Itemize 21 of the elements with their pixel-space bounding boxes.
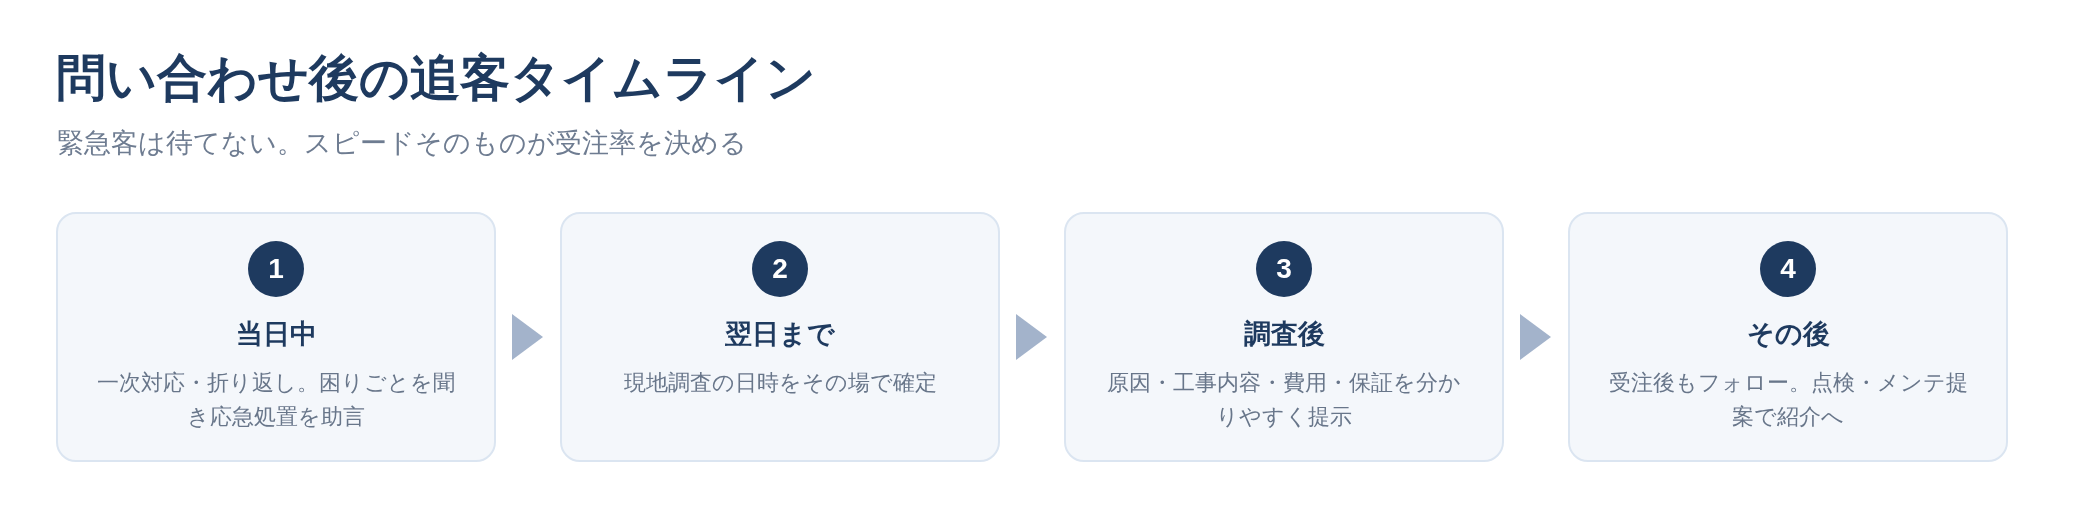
step-description: 原因・工事内容・費用・保証を分かりやすく提示 (1106, 369, 1462, 432)
step-description: 受注後もフォロー。点検・メンテ提案で紹介へ (1607, 369, 1969, 432)
step-number: 3 (1256, 241, 1312, 297)
arrow (1520, 314, 1551, 360)
step-description: 現地調査の日時をその場で確定 (623, 369, 937, 398)
step-heading: 翌日まで (725, 318, 835, 351)
step-card (1064, 212, 1504, 462)
step-card (560, 212, 1000, 462)
step-heading: その後 (1746, 318, 1830, 351)
step-number: 1 (248, 241, 304, 297)
step-card (56, 212, 496, 462)
arrow (512, 314, 543, 360)
subtitle: 緊急客は待てない。スピードそのものが受注率を決める (57, 127, 747, 160)
arrow (1016, 314, 1047, 360)
step-heading: 調査後 (1243, 318, 1325, 351)
title: 問い合わせ後の追客タイムライン (56, 49, 816, 108)
step-number: 2 (752, 241, 808, 297)
step-number: 4 (1760, 241, 1816, 297)
step-description: 一次対応・折り返し。困りごとを聞き応急処置を助言 (96, 369, 456, 432)
step-card (1568, 212, 2008, 462)
step-heading: 当日中 (235, 318, 317, 351)
